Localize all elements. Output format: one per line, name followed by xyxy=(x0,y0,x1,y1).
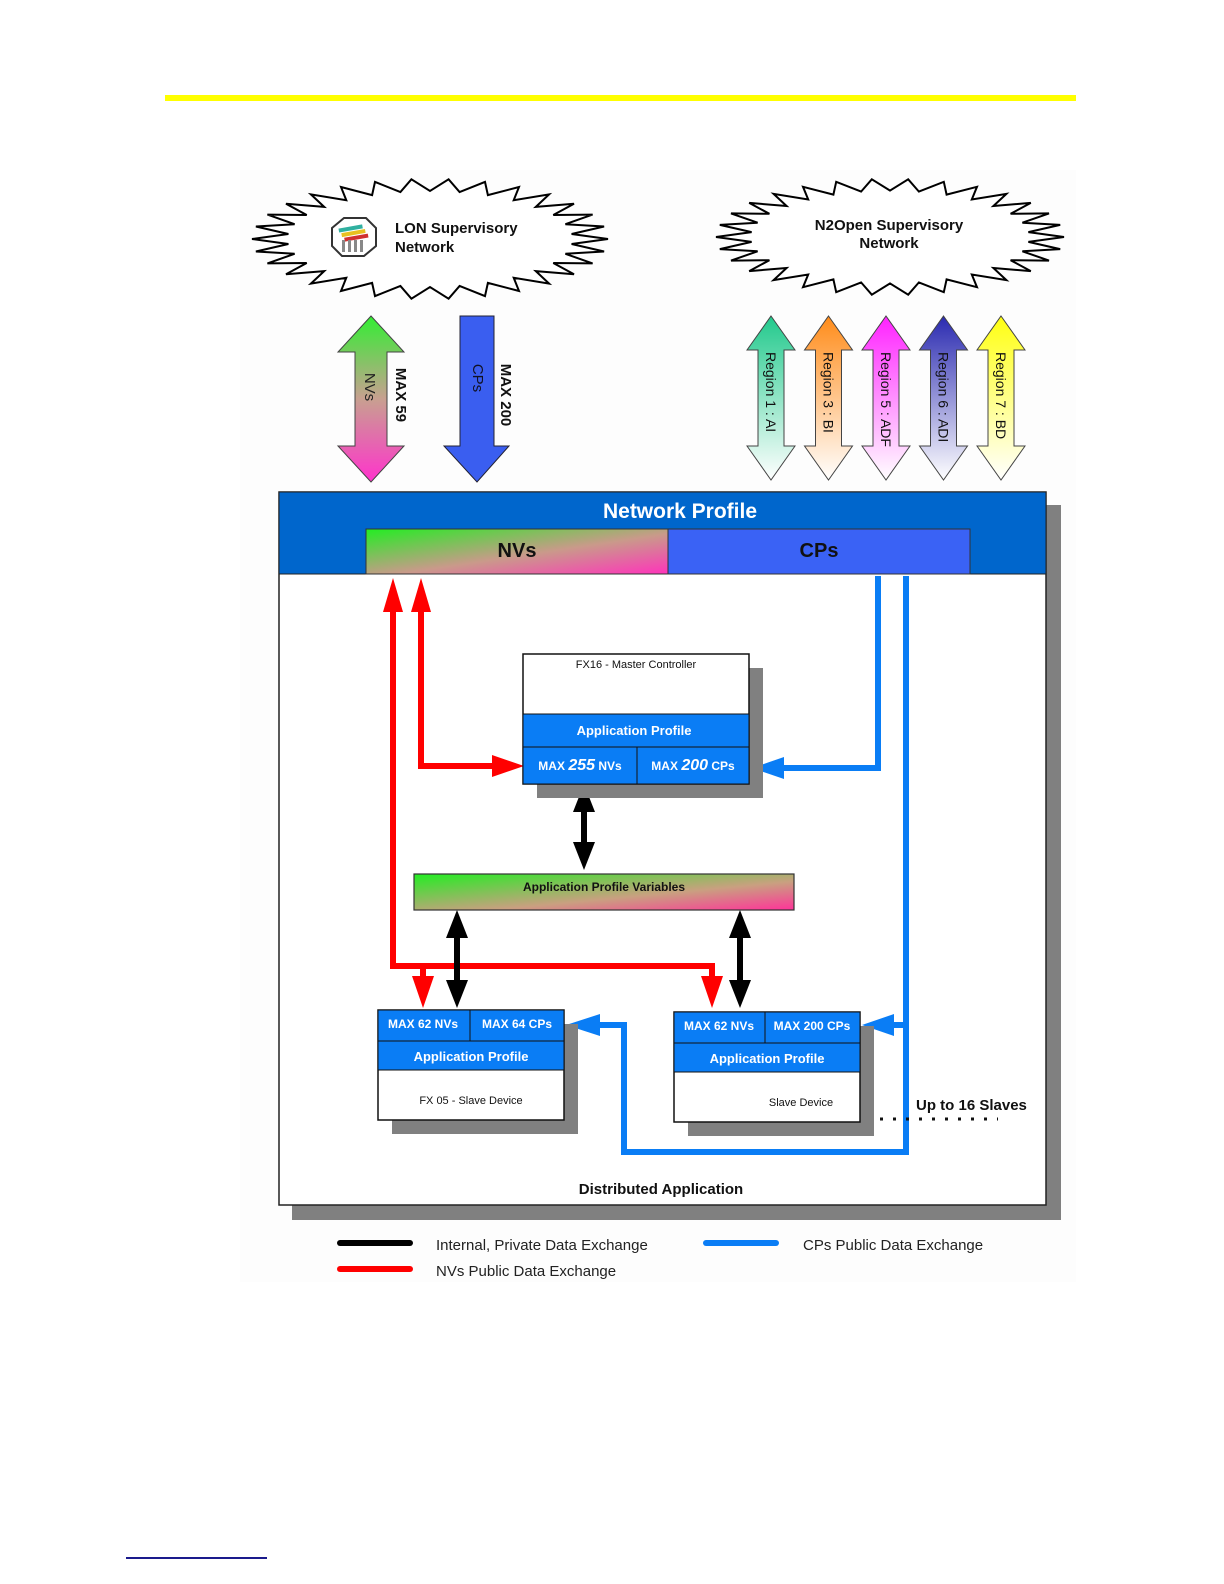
nvs-bidirectional-arrow: NVs MAX 59 xyxy=(336,315,409,483)
slave2-max-nvs: MAX 62 NVs xyxy=(684,1019,754,1033)
network-profile-cps-label: CPs xyxy=(800,540,839,562)
region-arrow-label: Region 1 : AI xyxy=(763,352,779,432)
network-profile-title: Network Profile xyxy=(603,500,757,523)
master-application-profile: Application Profile xyxy=(577,723,692,738)
lon-network-burst-shape xyxy=(251,177,609,301)
n2open-network-burst-shape xyxy=(715,178,1065,296)
legend-label-nvs: NVs Public Data Exchange xyxy=(436,1263,616,1280)
region-arrow-label: Region 7 : BD xyxy=(993,352,1009,439)
cp-public-exchange-lines xyxy=(566,576,909,1155)
network-profile-cps-section xyxy=(667,528,971,575)
legend-label-cps: CPs Public Data Exchange xyxy=(803,1237,983,1254)
region-arrow-label: Region 5 : ADF xyxy=(878,352,894,447)
lon-supervisory-network: LON Supervisory Network xyxy=(251,177,609,301)
region-arrow-label: Region 6 : ADI xyxy=(936,352,952,442)
legend: Internal, Private Data Exchange NVs Publ… xyxy=(337,1237,983,1280)
nvs-arrow-label: NVs xyxy=(361,373,378,401)
n2open-network-label-2: Network xyxy=(859,235,919,252)
slave1-title: FX 05 - Slave Device xyxy=(419,1095,522,1107)
footnote-rule xyxy=(126,1557,267,1559)
region-arrows: Region 1 : AI Region 3 : BI Region 5 : ADF… xyxy=(746,315,1026,481)
cps-down-arrow: CPs MAX 200 xyxy=(442,315,514,483)
region-arrow-label: Region 3 : BI xyxy=(821,352,837,433)
header-rule xyxy=(165,95,1076,101)
internal-private-exchange-lines xyxy=(446,784,751,1008)
region-arrow: Region 3 : BI xyxy=(803,315,854,481)
nvs-max-label: MAX 59 xyxy=(392,368,409,422)
master-max-nvs: MAX 255 NVs xyxy=(538,757,622,774)
master-max-cps: MAX 200 CPs xyxy=(651,757,735,774)
slave2-max-cps: MAX 200 CPs xyxy=(774,1019,851,1033)
legend-label-internal: Internal, Private Data Exchange xyxy=(436,1237,648,1254)
slave1-application-profile: Application Profile xyxy=(414,1049,529,1064)
region-arrow: Region 1 : AI xyxy=(746,315,796,481)
n2open-network-label-1: N2Open Supervisory xyxy=(815,217,964,234)
application-profile-variables-bar xyxy=(413,873,795,911)
master-controller-box: FX16 - Master Controller Application Pro… xyxy=(522,653,763,798)
lonmark-logo-icon xyxy=(331,217,377,257)
region-arrow: Region 5 : ADF xyxy=(861,315,911,481)
nv-public-exchange-lines xyxy=(383,578,723,1008)
region-arrow: Region 6 : ADI xyxy=(918,315,969,481)
cps-max-label: MAX 200 xyxy=(497,364,514,427)
slave1-max-cps: MAX 64 CPs xyxy=(482,1017,552,1031)
cps-arrow-label: CPs xyxy=(469,364,486,392)
master-title: FX16 - Master Controller xyxy=(576,659,697,671)
lon-network-label-1: LON Supervisory xyxy=(395,220,518,237)
slaves-count-note: Up to 16 Slaves xyxy=(916,1097,1027,1114)
n2open-supervisory-network: N2Open Supervisory Network xyxy=(715,178,1065,296)
network-profile-nvs-label: NVs xyxy=(498,540,537,562)
slave2-application-profile: Application Profile xyxy=(710,1051,825,1066)
slave-device-2: MAX 62 NVs MAX 200 CPs Application Profi… xyxy=(673,1011,874,1136)
slave-device-1: MAX 62 NVs MAX 64 CPs Application Profil… xyxy=(377,1009,578,1134)
application-profile-variables-label: Application Profile Variables xyxy=(523,880,685,894)
region-arrow: Region 7 : BD xyxy=(976,315,1026,481)
slave1-max-nvs: MAX 62 NVs xyxy=(388,1017,458,1031)
slave2-title: Slave Device xyxy=(769,1097,833,1109)
distributed-application-label: Distributed Application xyxy=(579,1181,743,1198)
lon-network-label-2: Network xyxy=(395,239,455,256)
